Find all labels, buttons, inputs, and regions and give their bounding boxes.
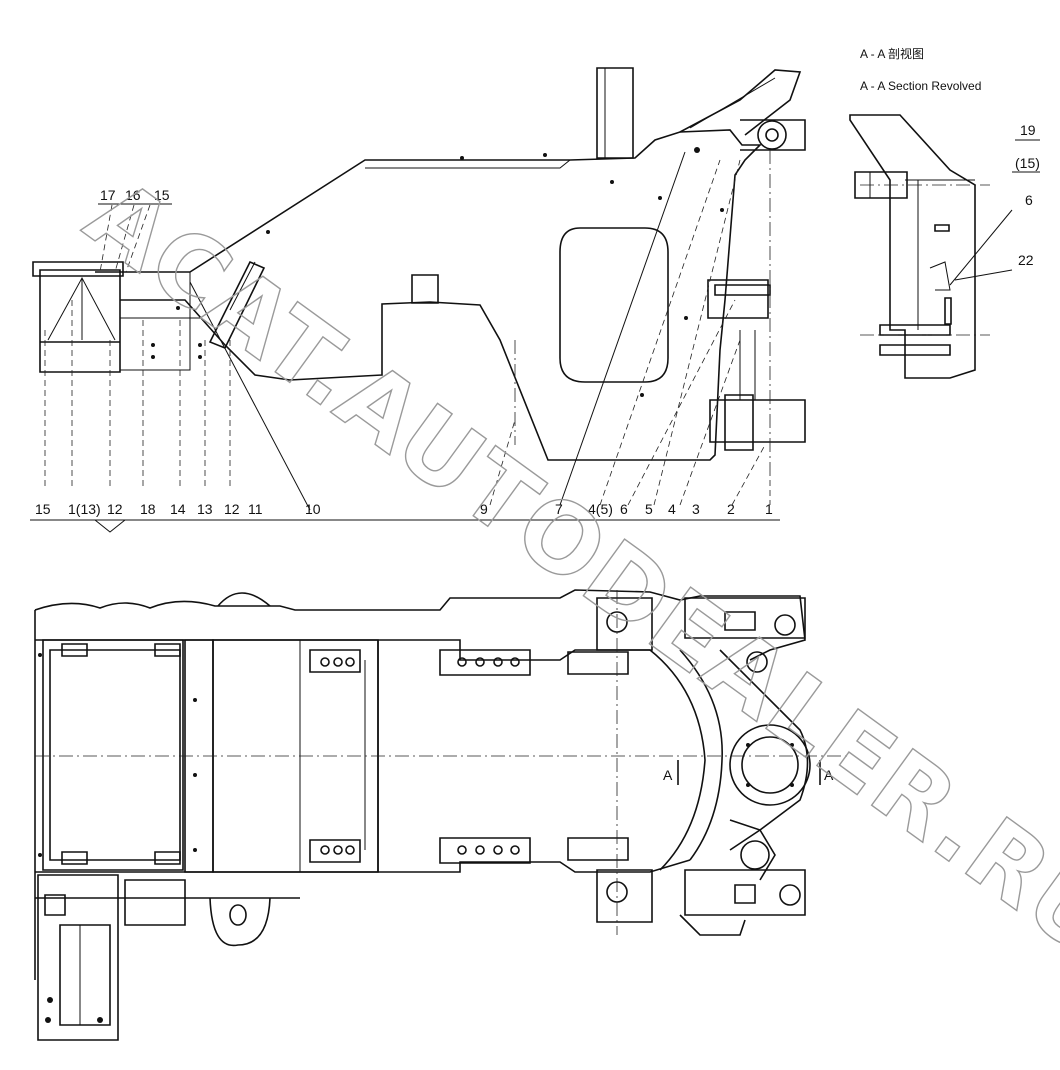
callout-label: 12 bbox=[107, 501, 123, 517]
callout-label: 22 bbox=[1018, 252, 1034, 268]
top-label-cluster: 17 16 15 bbox=[98, 187, 172, 204]
section-caption-en: A - A Section Revolved bbox=[860, 79, 981, 93]
callout-label: 11 bbox=[248, 501, 263, 517]
callout-label: 13 bbox=[197, 501, 213, 517]
callout-label: 18 bbox=[140, 501, 156, 517]
callout-label: 6 bbox=[620, 501, 628, 517]
callout-label: 1(13) bbox=[68, 501, 101, 517]
section-caption-cn: A - A 剖视图 bbox=[860, 46, 924, 61]
callout-label: 4(5) bbox=[588, 501, 613, 517]
watermark: ACAT.AUTODEALER.RU bbox=[66, 157, 1060, 979]
callout-label: 12 bbox=[224, 501, 240, 517]
callout-label: 4 bbox=[668, 501, 676, 517]
callout-label: 3 bbox=[692, 501, 700, 517]
callout-label: 2 bbox=[727, 501, 735, 517]
callout-label: 9 bbox=[480, 501, 488, 517]
callout-label: 15 bbox=[35, 501, 51, 517]
side-view-label-row: 15 1(13) 12 18 14 13 12 11 10 9 7 4(5) 6… bbox=[30, 501, 780, 532]
callout-label: 17 bbox=[100, 187, 116, 203]
callout-label: 10 bbox=[305, 501, 321, 517]
section-mark-left: A bbox=[663, 767, 673, 783]
side-view bbox=[33, 68, 805, 470]
callout-label: 16 bbox=[125, 187, 141, 203]
plan-view: A A bbox=[35, 590, 850, 1040]
svg-text:ACAT.AUTODEALER.RU: ACAT.AUTODEALER.RU bbox=[66, 158, 1060, 978]
callout-label: 1 bbox=[765, 501, 773, 517]
callout-label: 5 bbox=[645, 501, 653, 517]
callout-label: 14 bbox=[170, 501, 186, 517]
callout-label: 15 bbox=[154, 187, 170, 203]
callout-label: (15) bbox=[1015, 155, 1040, 171]
callout-label: 6 bbox=[1025, 192, 1033, 208]
section-mark-right: A bbox=[824, 767, 834, 783]
callout-label: 19 bbox=[1020, 122, 1036, 138]
section-a-a: A - A 剖视图 A - A Section Revolved 19 (15)… bbox=[850, 46, 1040, 378]
side-view-leaders bbox=[45, 152, 770, 510]
callout-label: 7 bbox=[555, 501, 563, 517]
